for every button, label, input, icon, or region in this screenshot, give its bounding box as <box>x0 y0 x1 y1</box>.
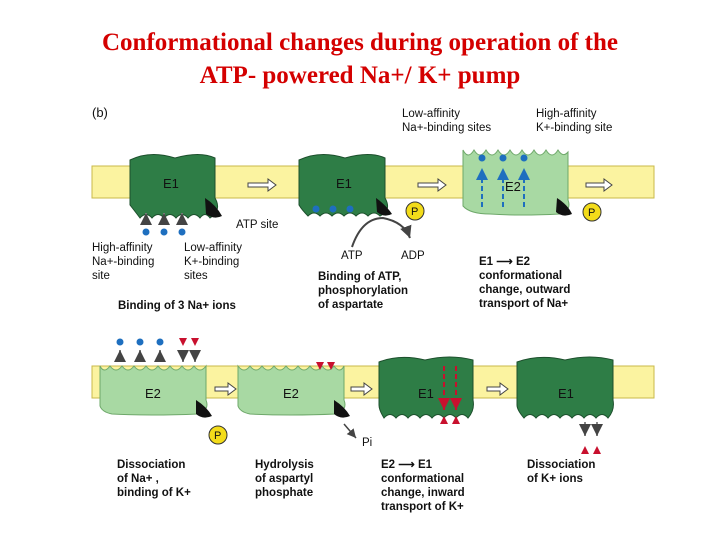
ion-exchange-step4 <box>114 338 201 362</box>
adp-label: ADP <box>401 250 425 262</box>
flow-arrow-5 <box>350 382 373 396</box>
phosphate-icon-step4 <box>208 425 228 445</box>
caption-step6-2: conformational <box>381 473 464 485</box>
caption-step3-2: conformational <box>479 270 562 282</box>
caption-step3-4: transport of Na+ <box>479 298 568 310</box>
caption-step2-1: Binding of ATP, <box>318 271 401 283</box>
caption-step7-2: of K+ ions <box>527 473 583 485</box>
phosphate-icon-step2 <box>405 201 425 221</box>
state-label-step5: E2 <box>283 386 299 401</box>
atp-label: ATP <box>341 250 363 262</box>
page-title: Conformational changes during operation … <box>0 26 720 92</box>
atp-site-label: ATP site <box>236 219 278 231</box>
panel-label: (b) <box>92 105 108 120</box>
note-na-site-1: High-affinity <box>92 242 153 254</box>
caption-step1: Binding of 3 Na+ ions <box>118 300 236 312</box>
state-label-step6: E1 <box>418 386 434 401</box>
flow-arrow-3 <box>585 178 613 192</box>
note-high-k-2: K+-binding site <box>536 122 612 134</box>
note-k-site-3: sites <box>184 270 208 282</box>
flow-arrow-4 <box>214 382 237 396</box>
title-line-1: Conformational changes during operation … <box>102 29 618 56</box>
note-k-site-1: Low-affinity <box>184 242 242 254</box>
sodium-ions-step1 <box>140 213 188 236</box>
pump-e1-step1 <box>129 154 222 219</box>
state-label-step2: E1 <box>336 176 352 191</box>
k-inward-transport-step6 <box>438 366 462 424</box>
note-low-na-1: Low-affinity <box>402 108 460 120</box>
atp-site-notch <box>205 198 222 218</box>
caption-step2-2: phosphorylation <box>318 285 408 297</box>
pump-e2-step4 <box>99 364 212 418</box>
note-na-site-2: Na+-binding <box>92 256 154 268</box>
pi-release-arrow <box>343 423 357 439</box>
flow-arrow-6 <box>486 382 509 396</box>
title-line-2: ATP- powered Na+/ K+ pump <box>199 62 521 89</box>
caption-step3-3: change, outward <box>479 284 570 296</box>
state-label-step3: E2 <box>505 179 521 194</box>
note-k-site-2: K+-binding <box>184 256 239 268</box>
caption-step6-1: E2 ⟶ E1 <box>381 459 433 471</box>
note-high-k-1: High-affinity <box>536 108 597 120</box>
state-label-step4: E2 <box>145 386 161 401</box>
k-release-step7 <box>579 422 603 454</box>
note-na-site-3: site <box>92 270 110 282</box>
phosphate-label-step4: P <box>214 430 221 442</box>
caption-step4-1: Dissociation <box>117 459 185 471</box>
phosphate-icon-step3 <box>582 202 602 222</box>
caption-step2-3: of aspartate <box>318 299 383 311</box>
caption-step7-1: Dissociation <box>527 459 595 471</box>
caption-step6-3: change, inward <box>381 487 465 499</box>
note-low-na-2: Na+-binding sites <box>402 122 491 134</box>
state-label-step7: E1 <box>558 386 574 401</box>
pump-e1-step7 <box>516 356 614 419</box>
atp-to-adp-arrow <box>351 216 412 248</box>
caption-step5-1: Hydrolysis <box>255 459 314 471</box>
phosphate-label-step3: P <box>588 207 595 219</box>
pump-e2-step3 <box>462 149 572 216</box>
pi-label: Pi <box>362 437 372 449</box>
state-label-step1: E1 <box>163 176 179 191</box>
pump-e2-step5 <box>237 362 350 418</box>
flow-arrow-1 <box>247 178 277 192</box>
phosphate-label-step2: P <box>411 206 418 218</box>
caption-step4-2: of Na+ , <box>117 473 159 485</box>
na-outward-transport-step3 <box>476 154 530 207</box>
caption-step4-3: binding of K+ <box>117 487 191 499</box>
caption-step6-4: transport of K+ <box>381 501 464 513</box>
caption-step3-1: E1 ⟶ E2 <box>479 256 530 268</box>
flow-arrow-2 <box>417 178 447 192</box>
caption-step5-2: of aspartyl <box>255 473 313 485</box>
caption-step5-3: phosphate <box>255 487 313 499</box>
pump-e1-step2 <box>298 154 392 217</box>
